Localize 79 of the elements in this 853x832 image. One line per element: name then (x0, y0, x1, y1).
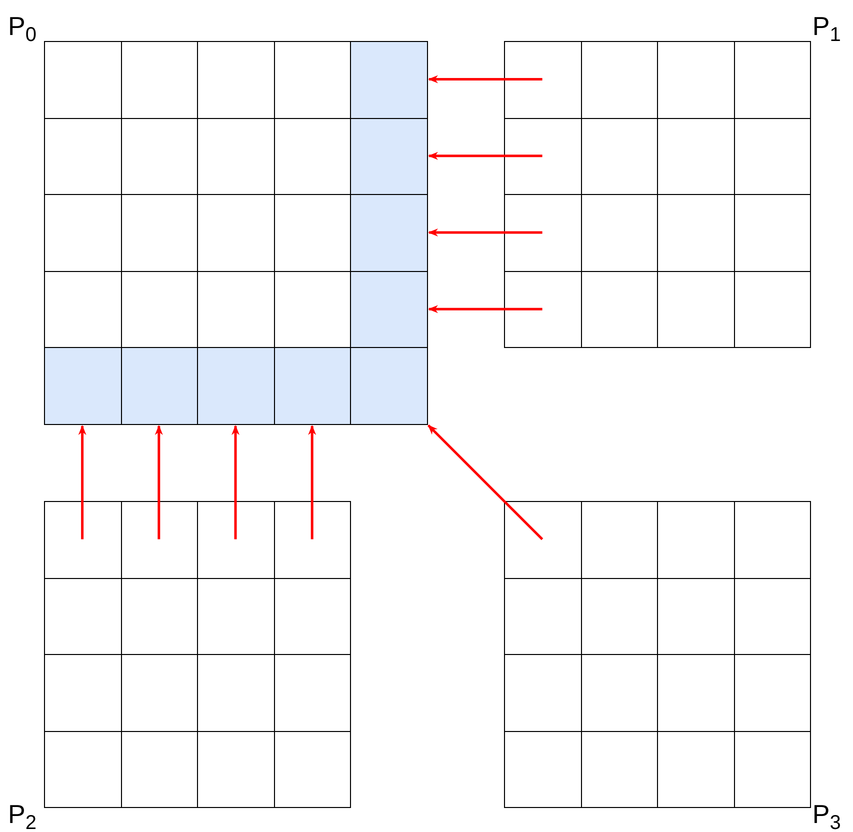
matrix-cell (122, 732, 198, 808)
matrix-cell (274, 655, 352, 732)
arrow (428, 305, 542, 314)
matrix-cell (658, 655, 735, 732)
matrix-cell (582, 195, 658, 272)
matrix-cell (582, 501, 658, 579)
arrow (428, 75, 542, 84)
matrix-cell (582, 272, 658, 348)
matrix-cell (504, 501, 582, 579)
matrix-cell (351, 118, 428, 196)
matrix-cell (504, 732, 582, 808)
matrix-cell (274, 732, 352, 808)
matrix-cell (658, 501, 735, 579)
matrix-cell (274, 348, 352, 425)
matrix-cell (44, 732, 122, 808)
matrix-cell (658, 195, 735, 272)
matrix-cell (504, 41, 582, 119)
process-label: P$_{3}$ (812, 801, 841, 832)
matrix-cell (198, 501, 275, 579)
matrix-cell (658, 272, 735, 348)
matrix-cell (198, 348, 275, 425)
matrix-cell (658, 578, 735, 656)
matrix-cell (122, 41, 198, 119)
matrix-cell (44, 348, 122, 425)
matrix-cell (734, 118, 812, 196)
matrix-cell (582, 41, 658, 119)
arrow (428, 152, 542, 160)
matrix-cell (198, 195, 275, 272)
process-label: P$_{0}$ (8, 13, 36, 48)
matrix-cell (734, 732, 812, 808)
arrow (428, 228, 542, 236)
matrix-cell (504, 578, 582, 656)
matrix-cell (198, 118, 275, 196)
matrix-cell (734, 501, 812, 579)
matrix-cell (504, 655, 582, 732)
matrix-cell (44, 501, 122, 579)
arrow (232, 425, 240, 540)
matrix-cell (351, 41, 428, 119)
matrix-cell (658, 732, 735, 808)
matrix-cell (734, 41, 812, 119)
matrix-cell (582, 578, 658, 656)
matrix-cell (734, 655, 812, 732)
matrix-cell (122, 348, 198, 425)
matrix-cell (44, 195, 122, 272)
matrix-cell (274, 578, 352, 656)
matrix-cell (351, 272, 428, 348)
matrix-cell (44, 41, 122, 119)
process-label: P$_{2}$ (8, 801, 36, 832)
matrix-cell (658, 118, 735, 196)
matrix-cell (122, 578, 198, 656)
matrix-cell (44, 118, 122, 196)
matrix-cell (734, 272, 812, 348)
matrix-cell (351, 348, 428, 425)
arrow (308, 425, 316, 540)
matrix-cell (274, 501, 352, 579)
arrow (154, 425, 163, 540)
matrix-cell (122, 118, 198, 196)
matrix-cell (122, 501, 198, 579)
arrow (428, 424, 544, 540)
matrix-cell (198, 41, 275, 119)
matrix-cell (198, 578, 275, 656)
matrix-cell (44, 655, 122, 732)
matrix-cell (198, 655, 275, 732)
matrix-cell (734, 578, 812, 656)
matrix-cell (582, 118, 658, 196)
matrix-cell (351, 195, 428, 272)
process-label: P$_{1}$ (812, 13, 841, 48)
arrow (78, 425, 86, 540)
matrix-cell (504, 272, 582, 348)
matrix-cell (504, 118, 582, 196)
matrix-cell (122, 195, 198, 272)
matrix-cell (582, 732, 658, 808)
matrix-cell (658, 41, 735, 119)
matrix-cell (734, 195, 812, 272)
matrix-cell (122, 655, 198, 732)
matrix-cell (504, 195, 582, 272)
matrix-cell (44, 578, 122, 656)
matrix-cell (582, 655, 658, 732)
matrix-cell (198, 732, 275, 808)
